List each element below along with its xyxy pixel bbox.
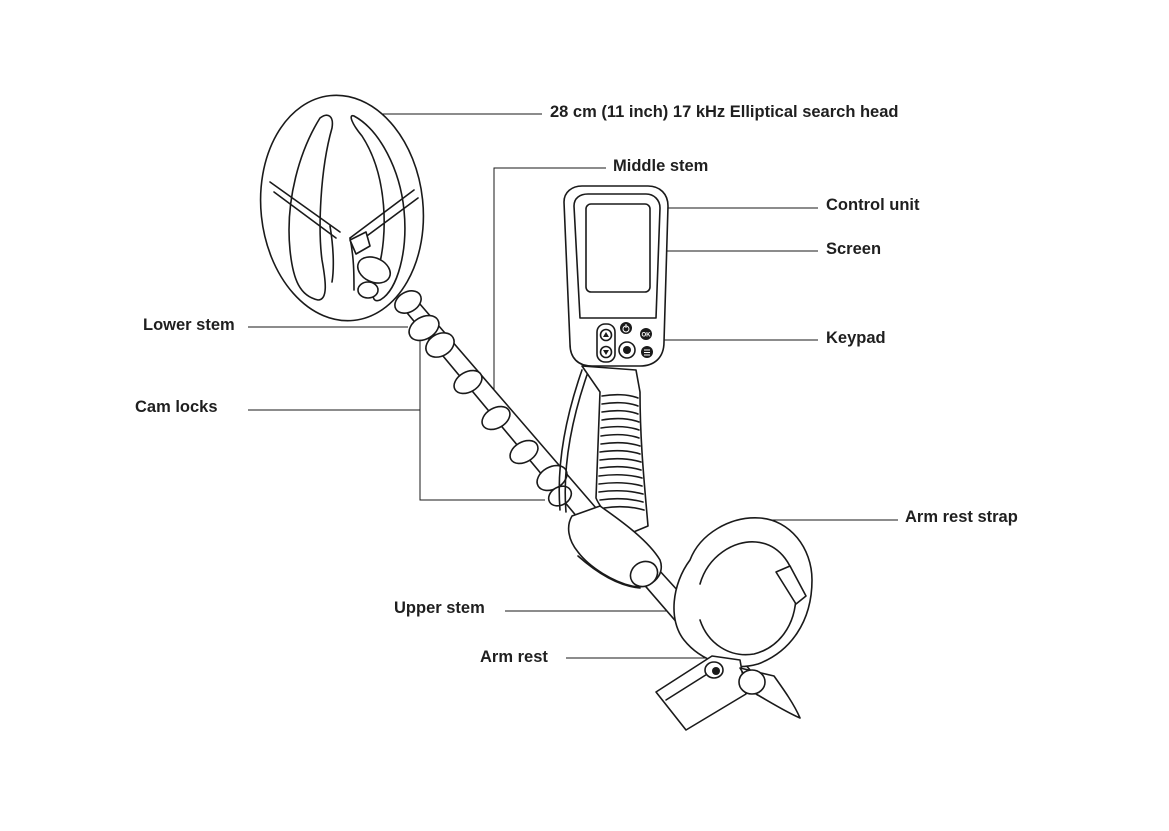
control-unit [563,185,669,367]
power-icon [620,322,632,334]
up-arrow-icon [599,328,613,342]
cam-locks [394,290,573,507]
handle [567,365,663,589]
label-keypad: Keypad [826,329,886,347]
label-control-unit: Control unit [826,196,920,214]
pinpoint-icon [618,341,636,359]
arm-rest [655,655,801,731]
down-arrow-icon [599,345,613,359]
label-screen: Screen [826,240,882,258]
label-upper-stem: Upper stem [394,599,485,617]
leader-middle-stem [493,167,606,392]
keypad: OK [596,322,653,363]
svg-text:OK: OK [642,333,652,339]
label-arm-rest-strap: Arm rest strap [905,508,1018,526]
label-middle-stem: Middle stem [613,157,709,175]
screen-panel [585,203,651,293]
label-cam-locks: Cam locks [135,398,218,416]
leader-cam-locks-bracket [419,332,545,501]
cable [558,369,583,511]
menu-icon [641,346,653,358]
search-head [259,94,425,322]
label-search-head: 28 cm (11 inch) 17 kHz Elliptical search… [550,103,899,121]
label-lower-stem: Lower stem [143,316,235,334]
ok-icon: OK [640,328,652,340]
arm-rest-strap [673,517,813,668]
label-arm-rest: Arm rest [480,648,548,666]
